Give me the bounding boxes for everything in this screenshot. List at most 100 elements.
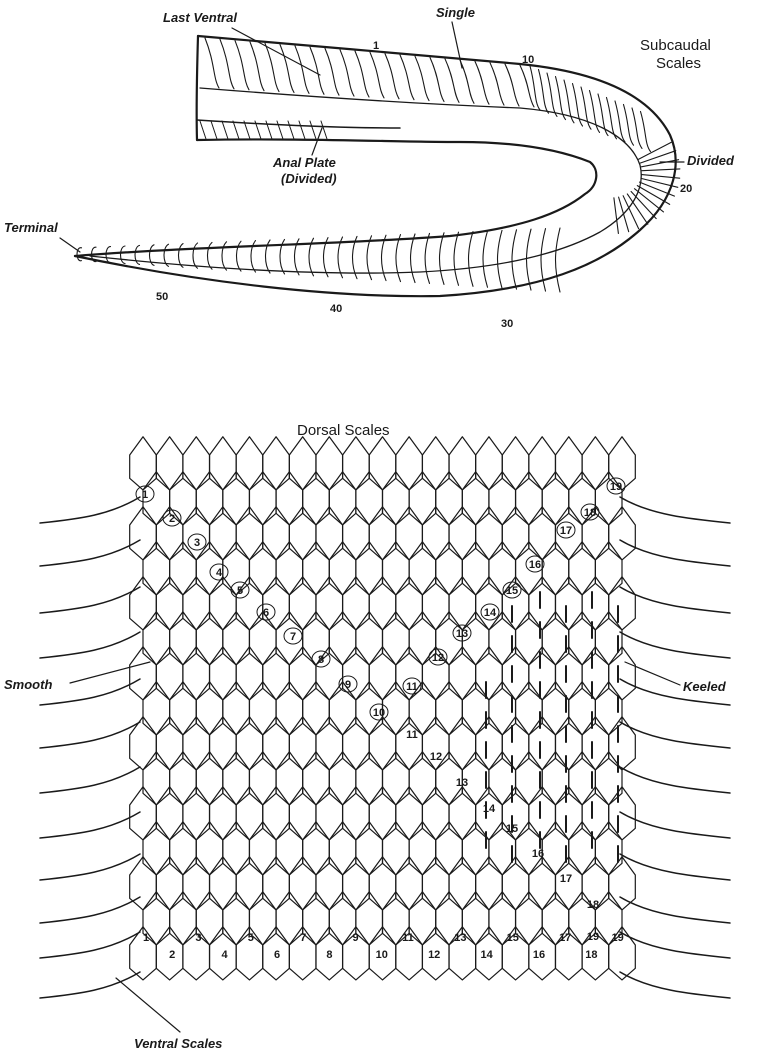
dorsal-scale (329, 472, 356, 525)
dorsal-scale (476, 717, 503, 770)
scale-number: 13 (456, 777, 468, 789)
dorsal-scale (289, 717, 316, 770)
dorsal-scale (555, 717, 582, 770)
tail-scale-arc (265, 43, 279, 91)
ventral-label: Ventral Scales (134, 1036, 222, 1051)
tail-scale-arc (505, 64, 519, 106)
ventral-leader (116, 978, 180, 1032)
dorsal-scale (529, 857, 556, 910)
dorsal-scale (356, 892, 383, 945)
left-side-line (40, 722, 140, 748)
scale-number: 14 (483, 803, 496, 815)
dorsal-scale (156, 437, 183, 490)
tail-scale-arc (325, 48, 339, 95)
scale-number: 8 (318, 654, 324, 666)
dorsal-scale (210, 437, 237, 490)
tail-scale-arc (121, 246, 126, 264)
tail-scale-arc (498, 230, 503, 288)
dorsal-scale (369, 717, 396, 770)
dorsal-scale (316, 717, 343, 770)
dorsal-scale (329, 752, 356, 805)
scale-number: 7 (290, 631, 296, 643)
left-side-line (40, 854, 140, 880)
dorsal-scale (369, 437, 396, 490)
tail-scale-arc (469, 232, 474, 287)
dorsal-scale (276, 682, 303, 735)
scale-number: 4 (216, 567, 223, 579)
dorsal-scale (422, 577, 449, 630)
tick-30: 30 (501, 318, 513, 330)
dorsal-scale (555, 647, 582, 700)
dorsal-scale (223, 472, 250, 525)
dorsal-scale (356, 612, 383, 665)
dorsal-scale (609, 647, 636, 700)
tail-scale-arc (235, 41, 249, 90)
dorsal-scale (329, 682, 356, 735)
dorsal-scale (356, 822, 383, 875)
dorsal-scale (502, 857, 529, 910)
dorsal-scale (289, 647, 316, 700)
dorsal-scale (396, 857, 423, 910)
dorsal-scale (409, 542, 436, 595)
dorsal-scale (396, 507, 423, 560)
left-side-line (40, 897, 140, 923)
dorsal-scale (529, 507, 556, 560)
tail-scale-arc (370, 52, 384, 98)
tail-scale-arc (411, 234, 416, 283)
right-side-line (620, 897, 730, 923)
dorsal-scale (170, 682, 197, 735)
dorsal-scale (156, 717, 183, 770)
dorsal-scale (396, 717, 423, 770)
dorsal-scale (436, 542, 463, 595)
dorsal-scale (289, 577, 316, 630)
scale-number: 7 (300, 932, 306, 944)
scale-number: 13 (454, 932, 466, 944)
dorsal-scale (595, 542, 622, 595)
dorsal-scale (449, 507, 476, 560)
tail-scale-arc (641, 112, 651, 152)
right-side-line (620, 854, 730, 880)
dorsal-scale (170, 822, 197, 875)
scale-number: 10 (376, 949, 388, 961)
tail-scale-arc (340, 50, 354, 96)
dorsal-scale (529, 437, 556, 490)
tail-scale-arc (530, 66, 540, 110)
tick-50: 50 (156, 291, 168, 303)
dorsal-scale (489, 472, 516, 525)
scale-number: 16 (533, 949, 545, 961)
dorsal-title: Dorsal Scales (297, 422, 390, 439)
dorsal-scale (449, 647, 476, 700)
dorsal-scale (276, 752, 303, 805)
scale-number: 9 (345, 679, 351, 691)
left-side-line (40, 497, 140, 523)
dorsal-scale (289, 787, 316, 840)
dorsal-scale (436, 682, 463, 735)
tick-10: 10 (522, 54, 534, 66)
dorsal-scale (156, 577, 183, 630)
single-leader (452, 22, 462, 68)
dorsal-scale (542, 682, 569, 735)
dorsal-scale (183, 787, 210, 840)
dorsal-scale (223, 752, 250, 805)
dorsal-scale (223, 822, 250, 875)
keel-marks (486, 592, 618, 862)
dorsal-scale (542, 472, 569, 525)
tail-scale-arc (355, 51, 369, 97)
dorsal-scale (263, 437, 290, 490)
dorsal-scale (542, 542, 569, 595)
scale-number: 14 (480, 949, 493, 961)
anal-plate-sub-label: (Divided) (281, 171, 337, 186)
tail-scale-arc (632, 108, 642, 148)
scale-number: 5 (237, 585, 243, 597)
dorsal-scale (170, 542, 197, 595)
keeled-label: Keeled (683, 679, 727, 694)
dorsal-scale (223, 682, 250, 735)
dorsal-scale (449, 437, 476, 490)
scale-number: 11 (406, 681, 418, 693)
dorsal-scale (236, 647, 263, 700)
dorsal-scale (316, 507, 343, 560)
scale-number: 5 (248, 932, 254, 944)
dorsal-scale (369, 857, 396, 910)
scale-number: 19 (610, 481, 622, 493)
tail-scale-arc (624, 105, 634, 146)
